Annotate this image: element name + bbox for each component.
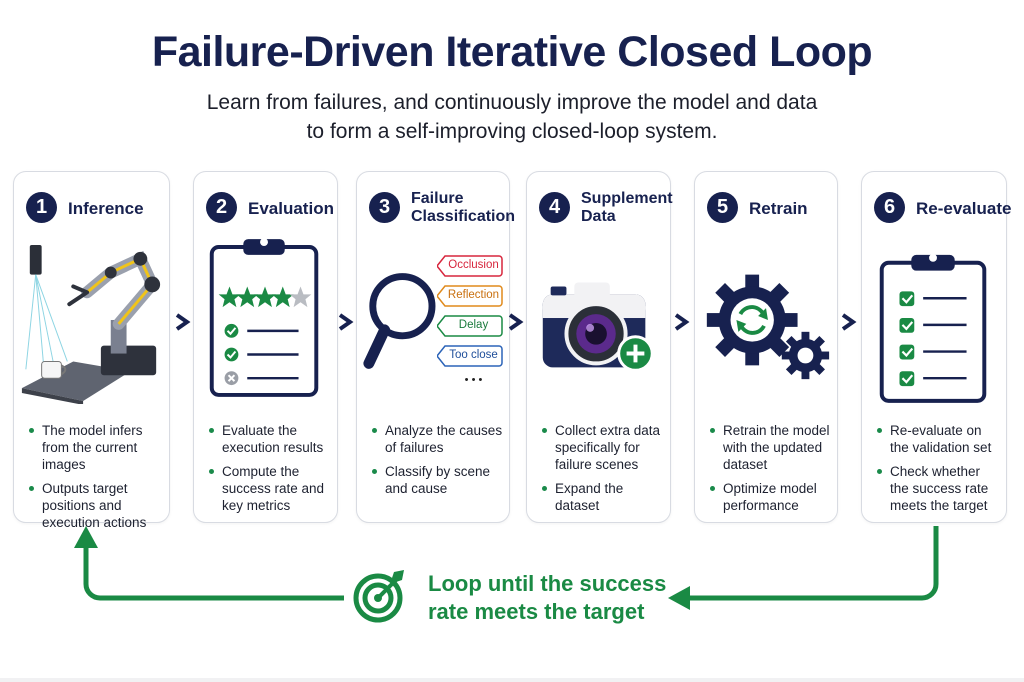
bullet-item: Classify by scene and cause: [371, 463, 505, 497]
step-bullets: The model infers from the current images…: [28, 422, 165, 538]
page-subtitle: Learn from failures, and continuously im…: [0, 88, 1024, 146]
step-card-retrain: 5 Retrain: [694, 171, 838, 523]
step-title: Failure Classification: [411, 190, 516, 226]
step-title: Re-evaluate: [916, 199, 1012, 218]
step-title-line: Re-evaluate: [916, 199, 1012, 218]
step-bullets: Retrain the model with the updated datas…: [709, 422, 833, 521]
bullet-item: Compute the success rate and key metrics: [208, 463, 333, 514]
step-title-line: Failure: [411, 190, 464, 207]
tag-occlusion: Occlusion: [448, 259, 499, 271]
bullet-item: Collect extra data specifically for fail…: [541, 422, 666, 473]
tags-more-ellipsis: • • •: [464, 374, 483, 386]
step-title: Evaluation: [248, 199, 334, 218]
chevron-right-icon: [175, 313, 191, 331]
step-title-line: Evaluation: [248, 199, 334, 218]
loop-caption-line-1: Loop until the success: [428, 571, 667, 596]
subtitle-line-1: Learn from failures, and continuously im…: [206, 91, 818, 114]
subtitle-line-2: to form a self-improving closed-loop sys…: [306, 120, 718, 143]
step-title-line: Data: [581, 208, 616, 225]
bullet-item: Retrain the model with the updated datas…: [709, 422, 833, 473]
chevron-right-icon: [674, 313, 690, 331]
step-number-badge: 3: [369, 192, 400, 223]
bottom-divider: [0, 678, 1024, 682]
bullet-item: Outputs target positions and execution a…: [28, 480, 165, 531]
bullet-item: Optimize model performance: [709, 480, 833, 514]
bullet-item: Analyze the causes of failures: [371, 422, 505, 456]
step-bullets: Re-evaluate on the validation set Check …: [876, 422, 1002, 521]
step-card-failure-classification: 3 Failure Classification Occlusion Refle…: [356, 171, 516, 523]
chevron-right-icon: [508, 313, 524, 331]
tag-too-close: Too close: [449, 349, 498, 361]
chevron-right-icon: [841, 313, 857, 331]
clipboard-checklist-icon: [879, 253, 987, 403]
chevron-right-icon: [338, 313, 354, 331]
bullet-item: Re-evaluate on the validation set: [876, 422, 1002, 456]
step-card-inference: 1 Inference The model infers from the cu…: [13, 171, 170, 530]
bullet-item: Evaluate the execution results: [208, 422, 333, 456]
page-title: Failure-Driven Iterative Closed Loop: [151, 28, 873, 76]
magnifier-icon: [363, 273, 436, 369]
target-icon: [353, 570, 404, 623]
clipboard-rating-icon: [209, 238, 319, 397]
step-bullets: Evaluate the execution results Compute t…: [208, 422, 333, 521]
bullet-item: Check whether the success rate meets the…: [876, 463, 1002, 514]
tag-shapes: [437, 255, 503, 367]
step-title: Retrain: [749, 199, 833, 218]
step-bullets: Analyze the causes of failures Classify …: [371, 422, 505, 504]
loop-caption-line-2: rate meets the target: [428, 599, 645, 624]
failure-tags: Occlusion Reflection Delay Too close • •…: [437, 254, 507, 404]
step-number-badge: 4: [539, 192, 570, 223]
step-number-badge: 6: [874, 192, 905, 223]
tag-reflection: Reflection: [447, 289, 500, 301]
step-number-badge: 1: [26, 192, 57, 223]
step-title: Inference: [68, 199, 165, 218]
step-bullets: Collect extra data specifically for fail…: [541, 422, 666, 521]
step-title-line: Supplement: [581, 190, 673, 207]
bullet-item: Expand the dataset: [541, 480, 666, 514]
step-number-badge: 5: [707, 192, 738, 223]
loop-caption: Loop until the success rate meets the ta…: [428, 570, 666, 626]
gears-refresh-icon: [706, 274, 830, 380]
step-card-evaluation: 2 Evaluation Evaluate the execution resu…: [193, 171, 338, 523]
camera-add-icon: [542, 282, 654, 372]
step-number-badge: 2: [206, 192, 237, 223]
step-title-line: Retrain: [749, 199, 808, 218]
step-title-line: Classification: [411, 208, 516, 225]
robot-arm-icon: [21, 244, 161, 404]
step-title: Supplement Data: [581, 190, 673, 226]
bullet-item: The model infers from the current images: [28, 422, 165, 473]
step-title-line: Inference: [68, 199, 144, 218]
tag-delay: Delay: [458, 319, 489, 331]
step-card-re-evaluate: 6 Re-evaluate Re-evaluate on the validat…: [861, 171, 1012, 523]
step-card-supplement-data: 4 Supplement Data Collect extra data spe…: [526, 171, 673, 523]
